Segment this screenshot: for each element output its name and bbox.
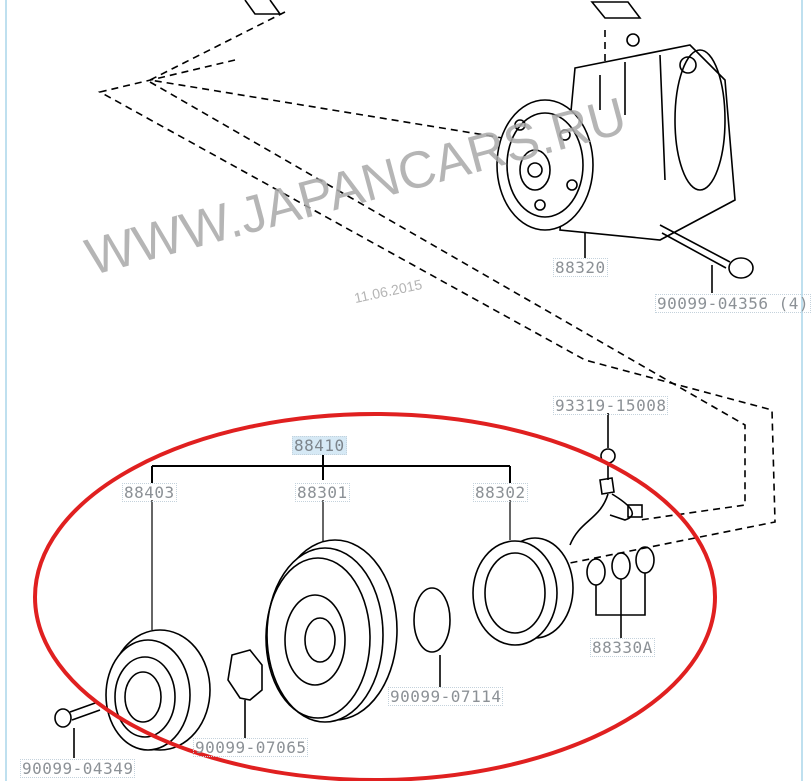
- shims-icon: [586, 546, 655, 638]
- pulley-icon: [265, 539, 398, 723]
- plate-bolt-icon: [54, 701, 101, 758]
- part-label-pulley[interactable]: 88301: [295, 483, 350, 502]
- part-label-plate-bolt[interactable]: 90099-04349: [20, 759, 136, 778]
- assembly-bracket: [151, 455, 511, 630]
- part-label-shims[interactable]: 88330A: [590, 638, 655, 657]
- bracket-top-right: [590, 1, 642, 19]
- diagram-frame: [5, 0, 803, 781]
- part-label-compressor[interactable]: 88320: [553, 258, 608, 277]
- part-label-snap-ring-pulley[interactable]: 90099-07065: [193, 738, 309, 757]
- bolt-icon: [659, 224, 754, 293]
- part-label-connector-clip[interactable]: 93319-15008: [553, 396, 669, 415]
- bracket-top-left: [244, 0, 282, 15]
- snap-ring-large-icon: [413, 587, 451, 687]
- snap-ring-icon: [227, 649, 263, 738]
- pressure-plate-icon: [105, 629, 211, 751]
- stator-icon: [472, 537, 574, 646]
- part-label-pressure-plate[interactable]: 88403: [122, 483, 177, 502]
- part-label-clutch-assembly[interactable]: 88410: [292, 436, 347, 455]
- part-label-compressor-bolt[interactable]: 90099-04356 (4): [655, 294, 811, 313]
- part-label-snap-ring-stator[interactable]: 90099-07114: [388, 687, 504, 706]
- compressor-icon: [496, 33, 736, 258]
- part-label-stator[interactable]: 88302: [473, 483, 528, 502]
- highlight-ellipse: [33, 412, 717, 781]
